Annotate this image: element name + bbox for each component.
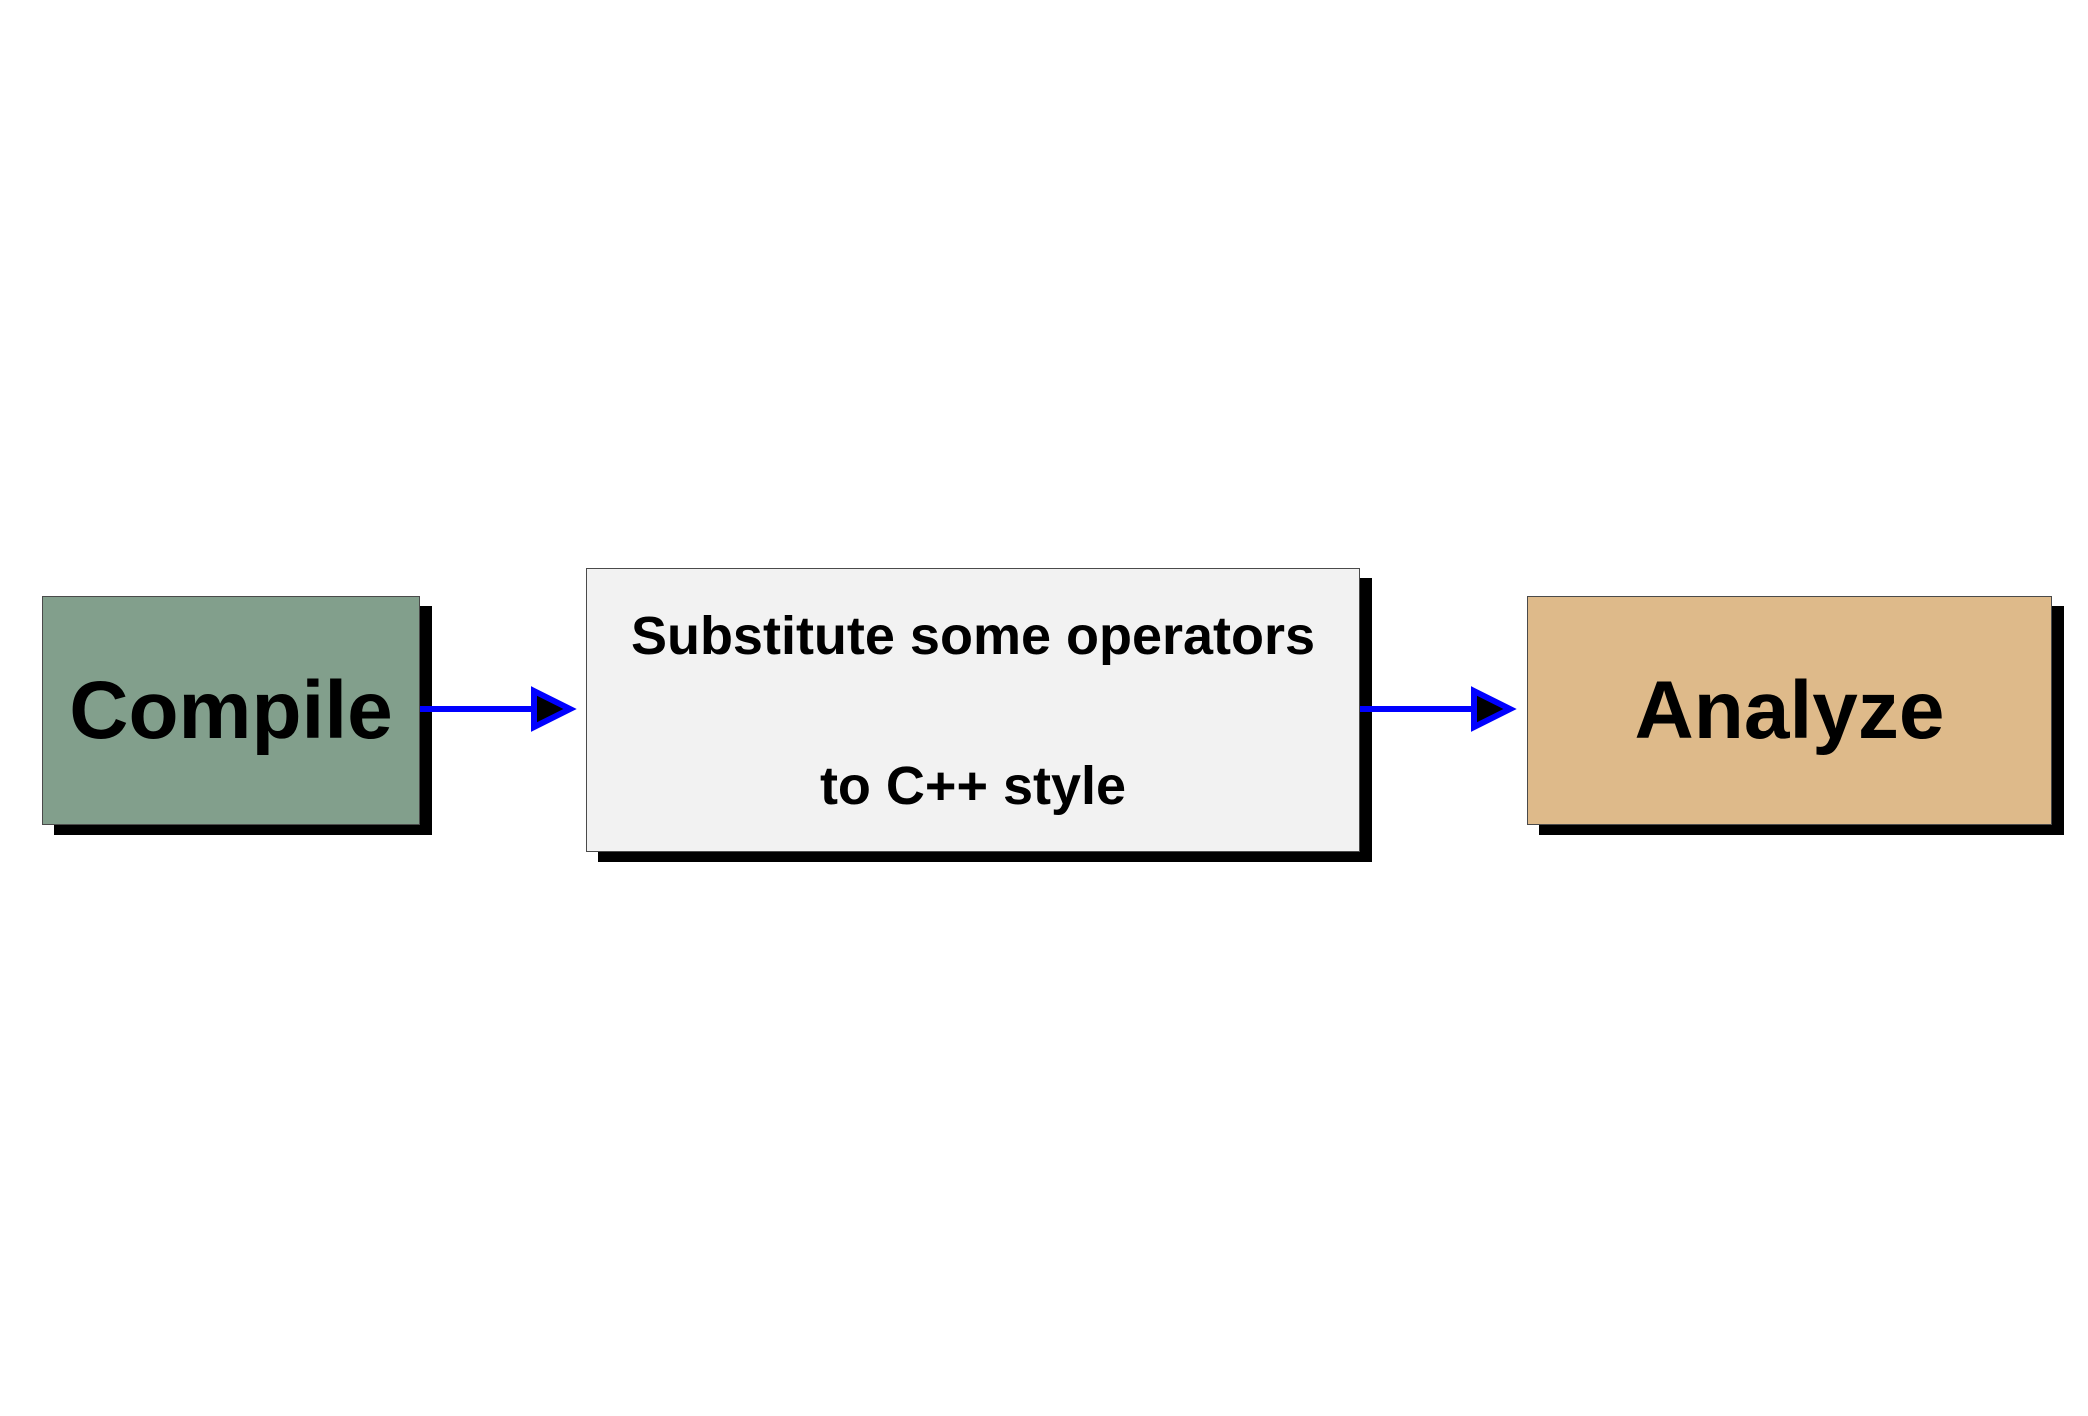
arrow-compile-to-substitute <box>420 686 577 732</box>
substitute-label-line-1: Substitute some operators <box>630 606 1316 666</box>
compile-box: Compile <box>42 596 420 825</box>
compile-label: Compile <box>69 664 393 756</box>
arrow-substitute-to-analyze <box>1360 686 1517 732</box>
substitute-label-line-2: to C++ style <box>819 756 1127 816</box>
substitute-operators-box: Substitute some operators to C++ style <box>586 568 1360 852</box>
analyze-box: Analyze <box>1527 596 2052 825</box>
analyze-label: Analyze <box>1634 664 1945 756</box>
